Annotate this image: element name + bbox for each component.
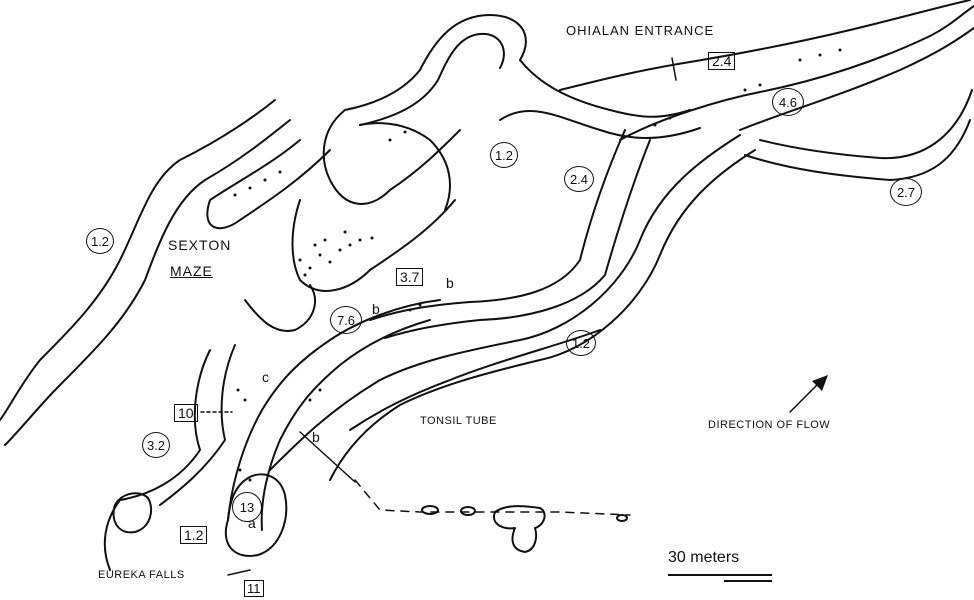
letter-b-low: b [312, 429, 320, 445]
passage-right-branch-wall-b [744, 119, 971, 181]
passage-upper-right-inner [739, 27, 974, 131]
letter-c: c [262, 369, 269, 385]
tonsil-tube-wall-a [269, 134, 741, 471]
passage-top-connector-north [519, 59, 691, 118]
passage-upper-right-north-wall [559, 0, 971, 91]
circled-value-1-2-left: 1.2 [86, 228, 114, 254]
small-pit-2 [460, 506, 476, 516]
passage-upper-loop-inner [359, 32, 505, 126]
letter-b-top: b [446, 275, 454, 291]
boxed-value-1-2: 1.2 [180, 526, 208, 544]
passage-right-branch-wall-a [759, 89, 973, 160]
label-direction-of-flow: DIRECTION OF FLOW [708, 419, 831, 431]
sexton-maze-wall-a [206, 139, 331, 230]
sexton-maze-wall-c [291, 199, 456, 292]
eureka-loop [224, 473, 288, 557]
passage-upper-loop-outer [344, 14, 527, 111]
sexton-maze-wall-b [322, 109, 461, 205]
passage-lower-left-wall-b [159, 344, 236, 506]
circled-value-1-2-mid: 1.2 [566, 330, 596, 356]
leader-tonsil [299, 431, 356, 483]
label-sexton: SEXTON [168, 237, 232, 253]
letter-a: a [248, 515, 256, 531]
label-maze: MAZE [170, 263, 213, 279]
passage-far-left-wall-a [0, 99, 276, 421]
circled-value-2-7: 2.7 [890, 178, 922, 206]
leader-eureka [227, 569, 251, 576]
label-eureka-falls: EUREKA FALLS [98, 569, 185, 581]
circled-value-3-2: 3.2 [142, 432, 170, 458]
passage-7-6-wall-b [260, 319, 431, 531]
passage-lower-left-loop [112, 492, 153, 534]
passage-7-6-wall-a [227, 299, 441, 521]
circled-value-1-2-top: 1.2 [490, 142, 518, 168]
label-scale: 30 meters [668, 549, 740, 566]
dashed-survey-line [354, 479, 631, 516]
passage-far-left-wall-b [4, 119, 291, 446]
leader-ohialan [671, 57, 677, 81]
boxed-value-10: 10 [174, 404, 198, 422]
boxed-value-11: 11 [244, 580, 264, 597]
circled-value-13: 13 [232, 492, 262, 522]
label-ohialan-entrance: OHIALAN ENTRANCE [566, 23, 715, 38]
floor-deposits [233, 48, 842, 482]
boxed-value-3-7: 3.7 [396, 268, 424, 286]
small-pit-1 [421, 505, 439, 515]
passage-lower-left-wall-a [103, 349, 211, 571]
passage-diagonal-a [369, 129, 626, 321]
label-tonsil-tube: TONSIL TUBE [420, 415, 497, 427]
passage-top-connector-south [499, 110, 701, 139]
small-pit-3 [616, 514, 628, 522]
boxed-value-2-4: 2.4 [708, 52, 736, 70]
passage-diagonal-b [384, 139, 651, 339]
letter-b-mid: b [372, 301, 380, 317]
flow-arrowhead [812, 375, 828, 391]
sexton-maze-wall-d [244, 284, 316, 332]
circled-value-7-6: 7.6 [330, 306, 362, 334]
tonsil-tube-wall-c [349, 329, 601, 431]
tonsil-tube-wall-b [329, 149, 756, 481]
circled-value-2-4: 2.4 [564, 166, 594, 192]
circled-value-4-6: 4.6 [772, 88, 804, 116]
sexton-maze-wall-e [359, 122, 451, 211]
lower-chamber [493, 505, 546, 553]
